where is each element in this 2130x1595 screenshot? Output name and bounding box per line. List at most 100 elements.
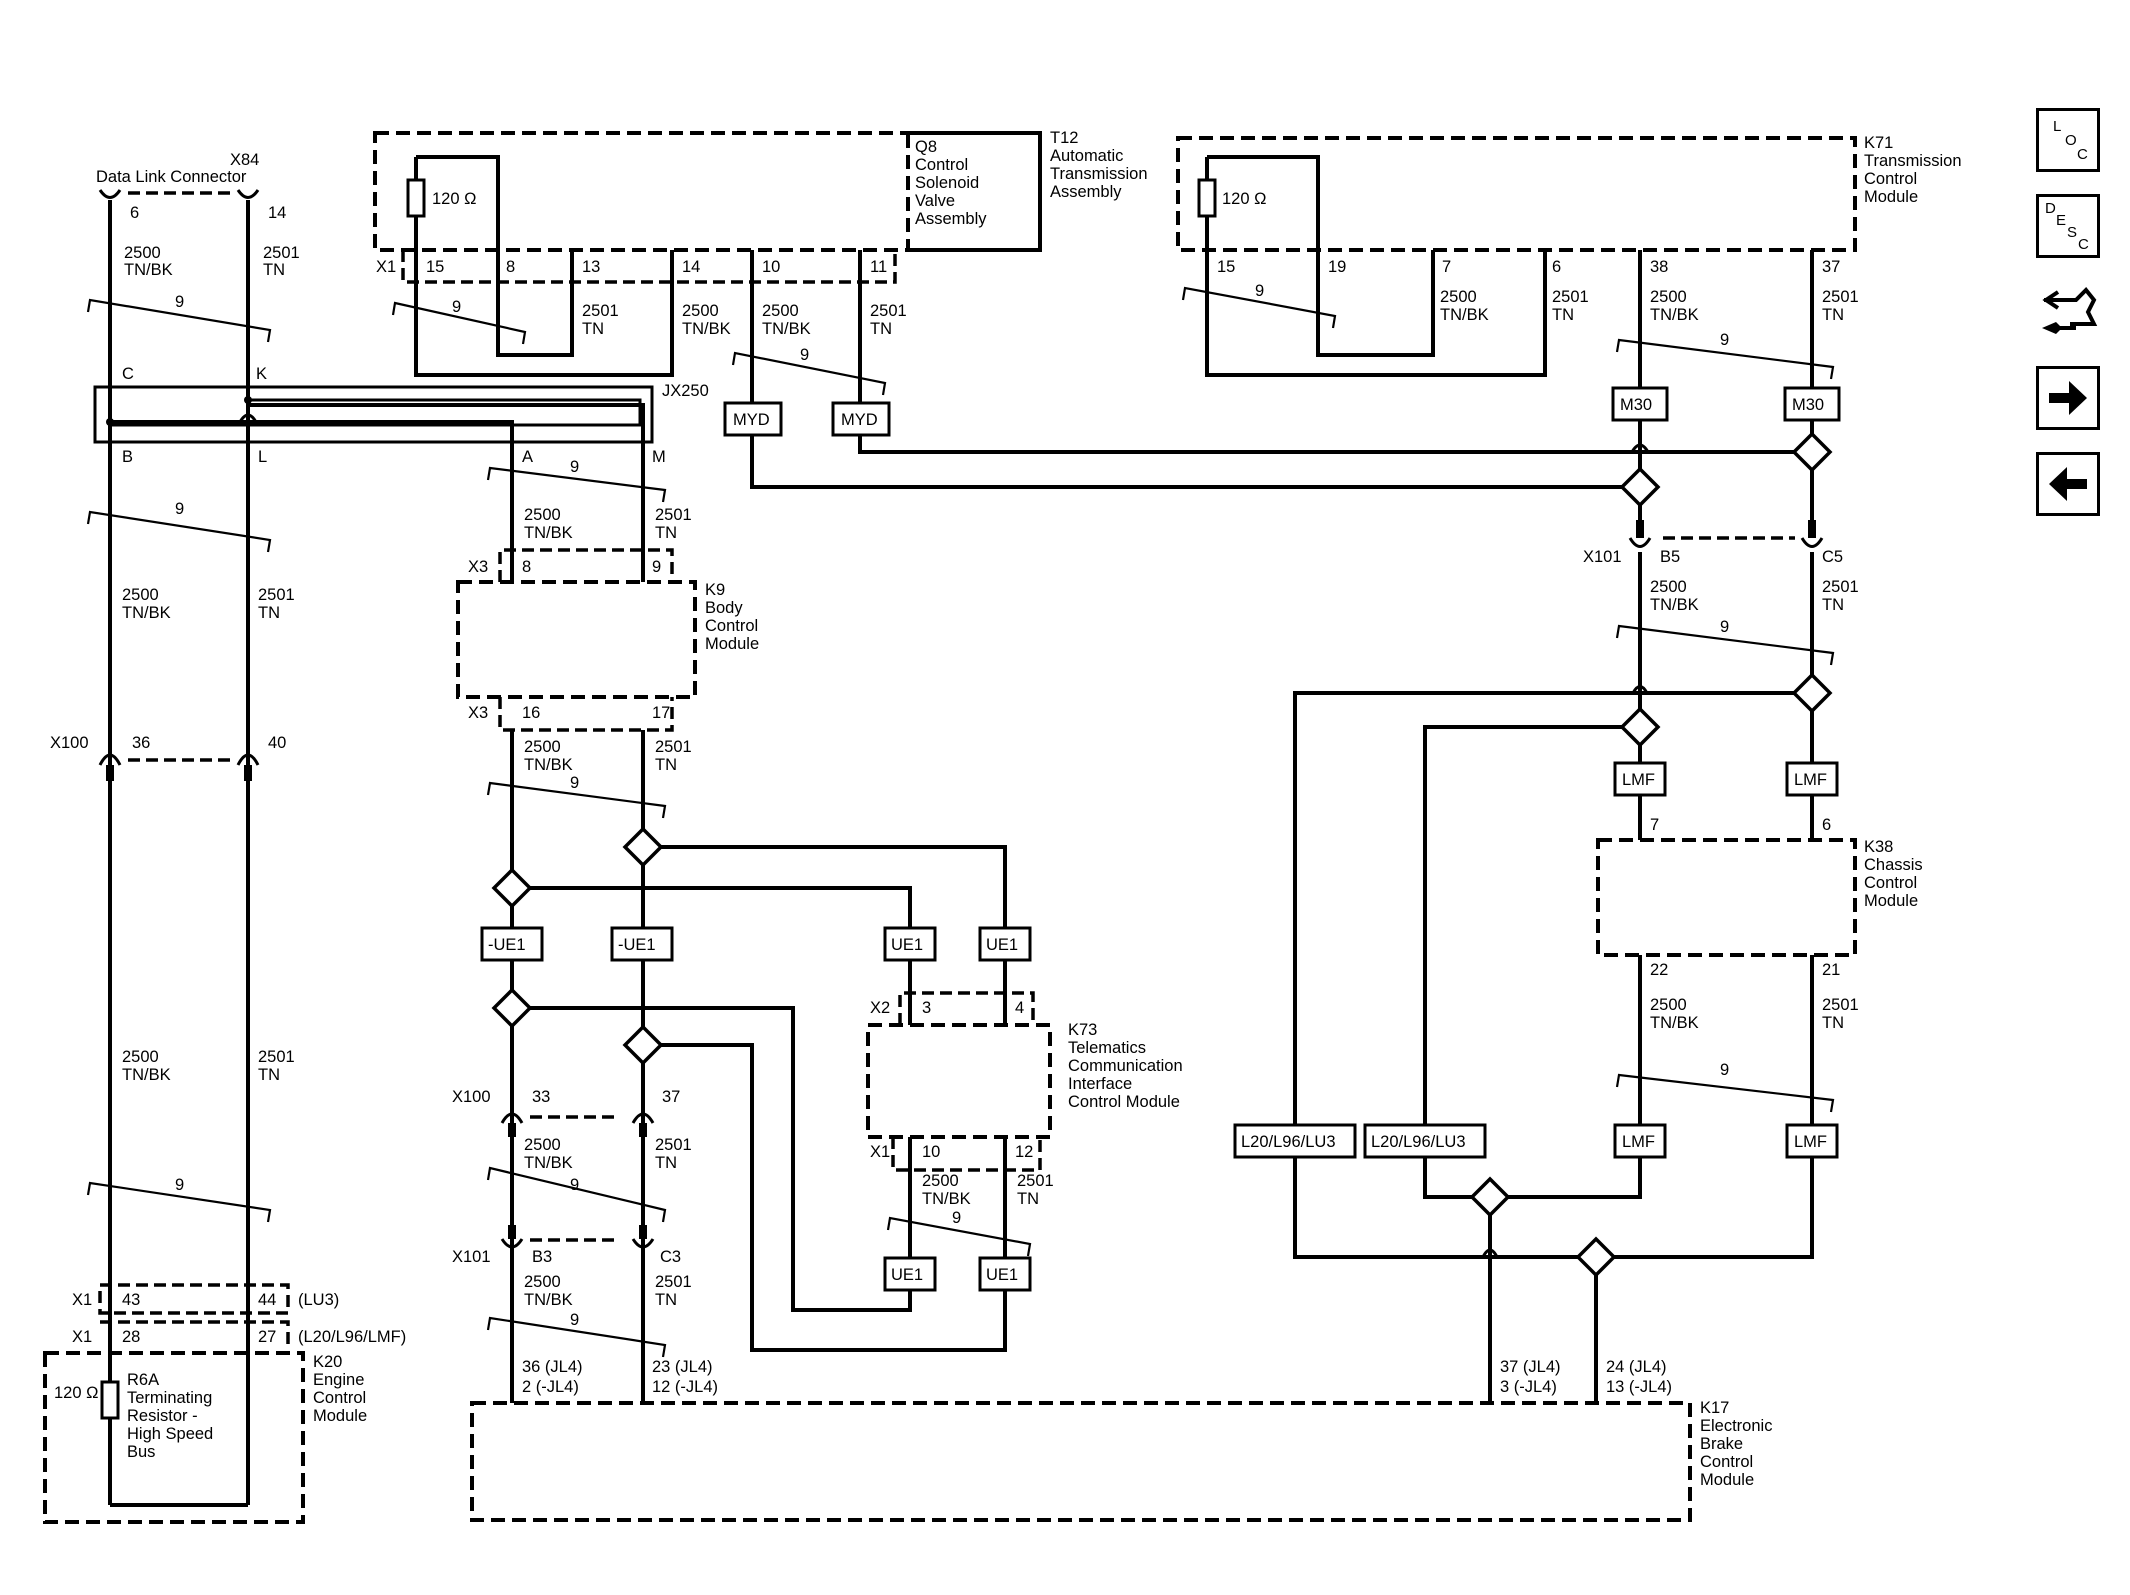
svg-text:Q8: Q8 <box>915 138 937 156</box>
svg-text:36: 36 <box>132 734 150 752</box>
svg-text:2500: 2500 <box>524 506 561 524</box>
svg-text:C3: C3 <box>660 1248 681 1266</box>
svg-text:4: 4 <box>1015 999 1024 1017</box>
svg-text:TN/BK: TN/BK <box>122 1066 171 1084</box>
x101-label-right: X101 <box>1583 548 1622 566</box>
svg-text:36 (JL4): 36 (JL4) <box>522 1358 583 1376</box>
wire-jx250-a <box>110 420 514 582</box>
svg-text:X1: X1 <box>376 258 396 276</box>
svg-text:44: 44 <box>258 1291 276 1309</box>
svg-text:3 (-JL4): 3 (-JL4) <box>1500 1378 1557 1396</box>
svg-text:Communication: Communication <box>1068 1057 1183 1075</box>
svg-text:S: S <box>2067 224 2077 241</box>
svg-text:(LU3): (LU3) <box>298 1291 339 1309</box>
k20-x1-lu3 <box>98 1283 290 1315</box>
svg-text:B3: B3 <box>532 1248 552 1266</box>
svg-text:33: 33 <box>532 1088 550 1106</box>
svg-text:9: 9 <box>1255 282 1264 300</box>
svg-text:Terminating: Terminating <box>127 1389 212 1407</box>
svg-text:9: 9 <box>452 298 461 316</box>
wire-k71-15 <box>1205 250 1547 377</box>
arrow-right-icon <box>2049 381 2087 415</box>
svg-text:TN/BK: TN/BK <box>524 1291 573 1309</box>
wire-ue1-h2 <box>643 845 1007 930</box>
next-button[interactable] <box>2036 366 2100 430</box>
svg-text:2500: 2500 <box>124 244 161 262</box>
harness-button[interactable] <box>2036 278 2100 342</box>
svg-text:TN/BK: TN/BK <box>762 320 811 338</box>
svg-text:21: 21 <box>1822 961 1840 979</box>
svg-text:2500: 2500 <box>922 1172 959 1190</box>
svg-text:2501: 2501 <box>655 738 692 756</box>
m30-label-2: M30 <box>1792 396 1824 414</box>
back-button[interactable] <box>2036 452 2100 516</box>
m30-label-1: M30 <box>1620 396 1652 414</box>
svg-text:K17: K17 <box>1700 1399 1729 1417</box>
k71-resistor <box>1197 178 1217 218</box>
svg-text:2500: 2500 <box>1650 288 1687 306</box>
not-ue1-label-2: -UE1 <box>618 936 656 954</box>
svg-text:2501: 2501 <box>1822 578 1859 596</box>
svg-text:TN/BK: TN/BK <box>1440 306 1489 324</box>
svg-text:Interface: Interface <box>1068 1075 1132 1093</box>
svg-text:2501: 2501 <box>258 586 295 604</box>
svg-text:6: 6 <box>1822 816 1831 834</box>
jx250-label: JX250 <box>662 382 709 400</box>
svg-text:Module: Module <box>313 1407 367 1425</box>
svg-text:2501: 2501 <box>258 1048 295 1066</box>
svg-text:Control: Control <box>915 156 968 174</box>
svg-text:T12: T12 <box>1050 129 1078 147</box>
svg-text:Module: Module <box>1864 892 1918 910</box>
svg-text:Control: Control <box>1700 1453 1753 1471</box>
l20-label-2: L20/L96/LU3 <box>1371 1133 1466 1151</box>
svg-text:L: L <box>258 448 267 466</box>
svg-text:12: 12 <box>1015 1143 1033 1161</box>
svg-text:K73: K73 <box>1068 1021 1097 1039</box>
desc-button[interactable]: D E S C <box>2036 194 2100 258</box>
loc-button[interactable]: L O C <box>2036 108 2100 172</box>
svg-text:10: 10 <box>762 258 780 276</box>
module-outlines <box>43 131 1857 1524</box>
svg-text:TN: TN <box>582 320 604 338</box>
svg-text:120 Ω: 120 Ω <box>54 1384 98 1402</box>
svg-text:2501: 2501 <box>655 506 692 524</box>
svg-text:K71: K71 <box>1864 134 1893 152</box>
svg-text:Transmission: Transmission <box>1050 165 1148 183</box>
svg-text:X2: X2 <box>870 999 890 1017</box>
svg-text:7: 7 <box>1650 816 1659 834</box>
lmf-label-2: LMF <box>1794 771 1827 789</box>
svg-text:6: 6 <box>130 204 139 222</box>
ue1-label-4: UE1 <box>986 1266 1018 1284</box>
svg-text:37: 37 <box>1822 258 1840 276</box>
svg-text:24 (JL4): 24 (JL4) <box>1606 1358 1667 1376</box>
svg-text:Telematics: Telematics <box>1068 1039 1146 1057</box>
desc-icon: D E S C <box>2045 200 2089 253</box>
svg-text:2500: 2500 <box>524 738 561 756</box>
svg-text:C: C <box>2077 146 2088 163</box>
svg-text:17: 17 <box>652 704 670 722</box>
svg-text:9: 9 <box>175 293 184 311</box>
not-ue1-label-1: -UE1 <box>488 936 526 954</box>
labels: X84 Data Link Connector 6 14 2500 TN/BK … <box>50 129 1962 1489</box>
svg-text:Body: Body <box>705 599 743 617</box>
svg-text:2500: 2500 <box>122 586 159 604</box>
svg-text:X1: X1 <box>72 1291 92 1309</box>
svg-text:37 (JL4): 37 (JL4) <box>1500 1358 1561 1376</box>
k71-outline <box>1176 136 1857 252</box>
svg-text:9: 9 <box>175 500 184 518</box>
svg-text:9: 9 <box>570 1311 579 1329</box>
wire-t12-120-top <box>416 155 574 357</box>
svg-text:2500: 2500 <box>682 302 719 320</box>
k9-x3-top <box>498 548 674 582</box>
k20-x1-l20 <box>100 1320 290 1350</box>
twist-markers <box>86 286 1835 1358</box>
resistors <box>100 178 1217 1420</box>
k9-outline <box>456 580 697 699</box>
svg-text:2501: 2501 <box>582 302 619 320</box>
svg-text:2500: 2500 <box>1650 578 1687 596</box>
svg-text:9: 9 <box>1720 331 1729 349</box>
jx250-outline <box>93 385 654 444</box>
svg-text:M: M <box>652 448 666 466</box>
svg-text:9: 9 <box>652 558 661 576</box>
svg-text:15: 15 <box>1217 258 1235 276</box>
